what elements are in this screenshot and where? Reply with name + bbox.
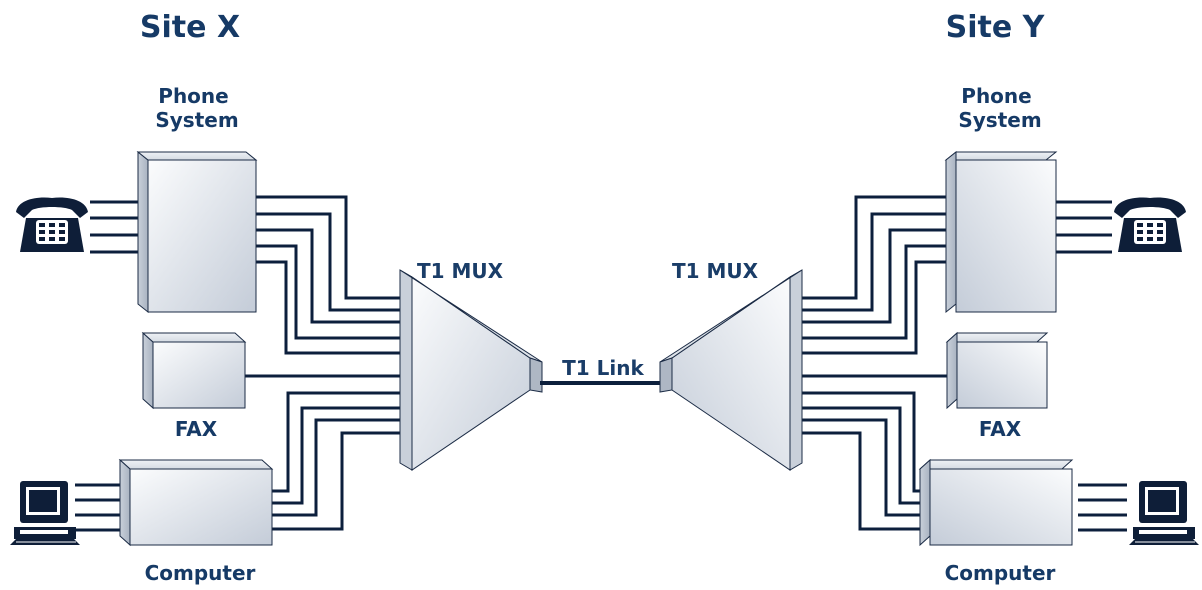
site-x-phone-system-label: Phone System: [155, 84, 238, 132]
telephone-icon: [16, 197, 88, 252]
t1-link-label: T1 Link: [562, 356, 644, 380]
site-x-t1-mux: T1 MUX: [399, 259, 543, 471]
site-x-fax: FAX: [141, 331, 247, 441]
site-y-phone-system-label: Phone System: [958, 84, 1041, 132]
site-x-mux-label: T1 MUX: [417, 259, 504, 283]
desktop-computer-icon: [10, 481, 80, 545]
telephone-icon: [1114, 197, 1186, 252]
site-y-computer-label: Computer: [945, 561, 1056, 585]
t1-link: T1 Link: [540, 356, 666, 385]
site-y-mux-label: T1 MUX: [672, 259, 759, 283]
site-x-fax-label: FAX: [175, 417, 218, 441]
site-x: Site X: [10, 10, 543, 585]
site-y-title: Site Y: [946, 10, 1046, 45]
site-x-wires: [75, 195, 406, 532]
site-x-computer-label: Computer: [145, 561, 256, 585]
site-y-computer: Computer: [918, 458, 1074, 585]
desktop-computer-icon: [1129, 481, 1199, 545]
site-x-phone-system: Phone System: [136, 84, 258, 314]
site-x-computer: Computer: [118, 458, 274, 585]
site-y-phone-system: Phone System: [944, 84, 1058, 314]
site-y-fax: FAX: [945, 331, 1049, 441]
site-x-title: Site X: [140, 10, 240, 45]
site-y-fax-label: FAX: [979, 417, 1022, 441]
site-y-t1-mux: T1 MUX: [659, 259, 803, 471]
site-y: Site Y Phone: [659, 10, 1199, 585]
